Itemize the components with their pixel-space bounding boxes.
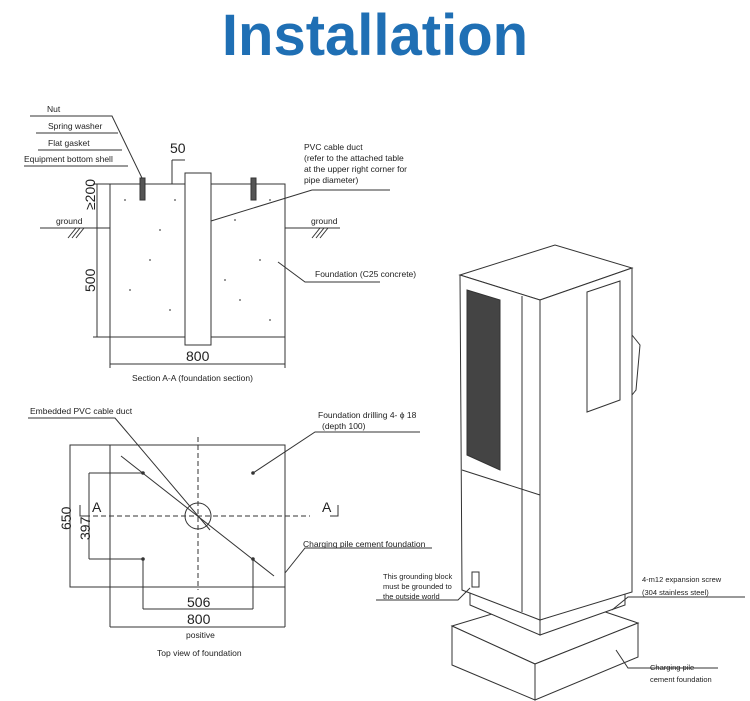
grounding-label-1: This grounding block [383, 572, 453, 581]
perspective-foundation-label-1: Charging pile [650, 663, 695, 672]
vent-grille [466, 289, 501, 471]
dim-800-section: 800 [186, 348, 210, 364]
flat-gasket-label: Flat gasket [48, 138, 90, 148]
section-caption: Section A-A (foundation section) [132, 373, 253, 383]
dim-500: 500 [82, 268, 98, 292]
foundation-label: Foundation (C25 concrete) [315, 269, 417, 279]
topview-caption: Top view of foundation [157, 648, 242, 658]
page-title: Installation [221, 3, 529, 68]
grounding-label-2: must be grounded to [383, 582, 452, 591]
pvc-duct-label-2: (refer to the attached table [304, 153, 404, 163]
charger-cabinet [376, 244, 745, 701]
section-a-right: A [322, 499, 332, 515]
nut-label: Nut [47, 104, 61, 114]
dim-200: ≥200 [82, 178, 98, 210]
pvc-duct-label-4: pipe diameter) [304, 175, 359, 185]
ground-left-label: ground [56, 216, 83, 226]
section-drawing [24, 115, 390, 368]
screw-label-2: (304 stainless steel) [642, 588, 709, 597]
positive-label: positive [186, 630, 215, 640]
dim-650: 650 [58, 506, 74, 530]
spring-washer-label: Spring washer [48, 121, 103, 131]
dim-50: 50 [170, 140, 186, 156]
cement-foundation-label: Charging pile cement foundation [303, 539, 426, 549]
dim-397: 397 [77, 516, 93, 540]
dim-800-top: 800 [187, 611, 211, 627]
bottom-shell-label: Equipment bottom shell [24, 154, 113, 164]
dim-506: 506 [187, 594, 211, 610]
pvc-duct-label-1: PVC cable duct [304, 142, 363, 152]
window [586, 280, 621, 413]
topview-drawing [28, 417, 432, 628]
screw-label-1: 4-m12 expansion screw [642, 575, 722, 584]
drilling-label-2: (depth 100) [322, 421, 366, 431]
section-a-left: A [92, 499, 102, 515]
drilling-label-1: Foundation drilling 4- ϕ 18 [318, 410, 417, 420]
pvc-duct-label-3: at the upper right corner for [304, 164, 408, 174]
embedded-duct-label: Embedded PVC cable duct [30, 406, 133, 416]
grounding-label-3: the outside world [383, 592, 440, 601]
ground-right-label: ground [311, 216, 338, 226]
pvc-duct [184, 172, 212, 346]
perspective-foundation-label-2: cement foundation [650, 675, 712, 684]
